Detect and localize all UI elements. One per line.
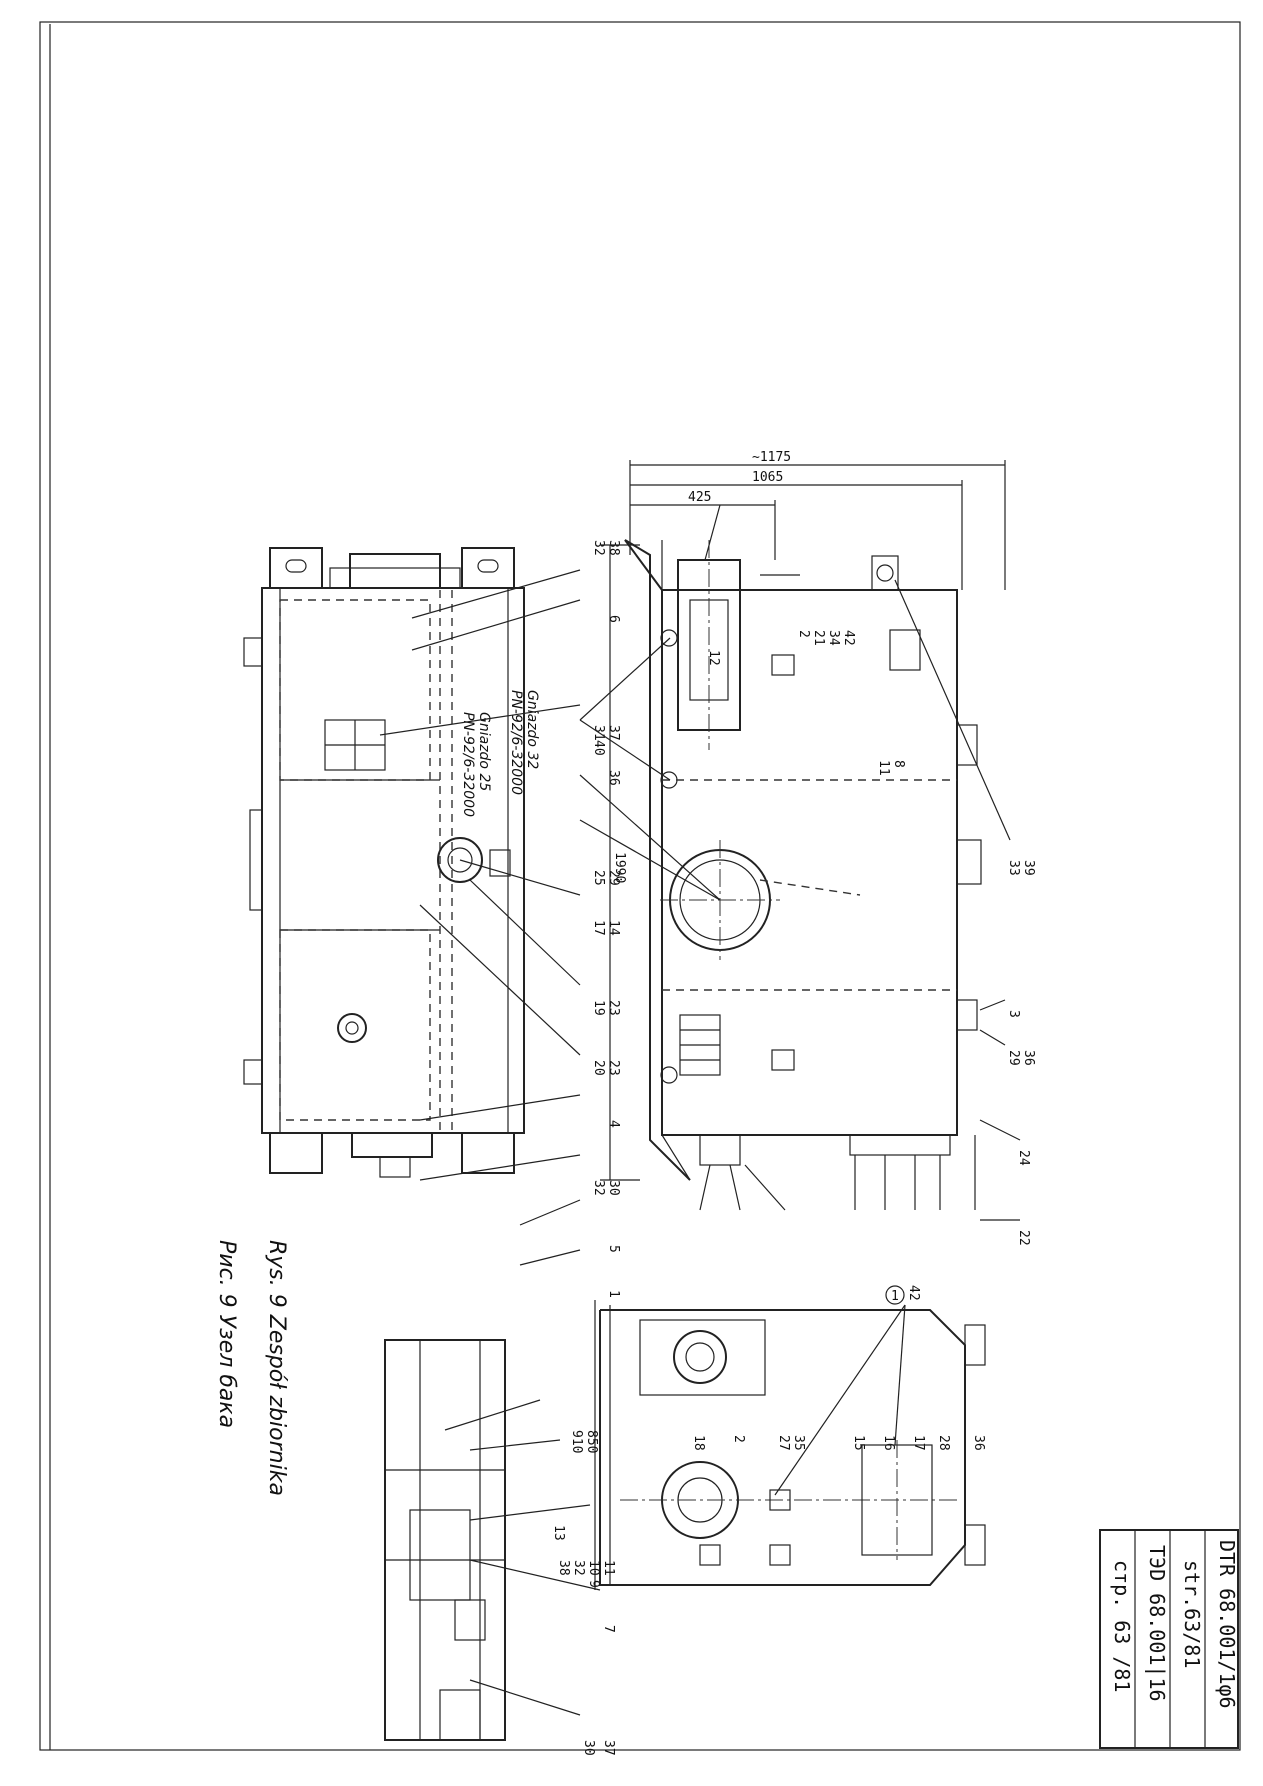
plan-part-label: 17 — [591, 920, 606, 936]
detail-part-label: 37 — [601, 1740, 616, 1756]
plan-part-label: 20 — [591, 1060, 606, 1076]
caption-russian: Рис. 9 Узел бака — [214, 1240, 239, 1428]
detail-part-label: 11 — [601, 1560, 616, 1576]
title-block-doc-number-ru: TЭD 68.001|16 — [1145, 1545, 1169, 1702]
elevation-part-label: 34 — [826, 630, 841, 646]
plan-part-label: 6 — [606, 615, 621, 623]
detail-part-label: 9 — [586, 1580, 601, 1588]
elevation-part-label: 15 — [851, 1435, 866, 1451]
socket-note-1-standard: PN-92/6-32000 — [460, 712, 476, 817]
elevation-part-label: 18 — [691, 1435, 706, 1451]
marker-1: 1 — [891, 1289, 899, 1304]
elevation-part-label: 33 — [1006, 860, 1021, 876]
plan-part-label: 23 — [606, 1060, 621, 1076]
elevation-part-label: 24 — [1016, 1150, 1031, 1166]
detail-part-label: 38 — [556, 1560, 571, 1576]
socket-note-2-standard: PN-92/6-32000 — [508, 690, 524, 795]
dim-overall-length: ~1175 — [752, 450, 791, 465]
detail-part-label: 13 — [551, 1525, 566, 1541]
elevation-part-label: 36 — [971, 1435, 986, 1451]
dim-425: 425 — [688, 490, 711, 505]
detail-part-label: 7 — [601, 1625, 616, 1633]
plan-part-label: 32 — [591, 1180, 606, 1196]
detail-part-label: 10 — [586, 1560, 601, 1576]
dim-910: 910 — [569, 1430, 584, 1453]
plan-part-label: 4 — [606, 1120, 621, 1128]
detail-part-label: 32 — [571, 1560, 586, 1576]
elevation-part-label: 12 — [706, 650, 721, 666]
title-block: DTR 68.001/1φ6 str.63/81 TЭD 68.001|16 с… — [1099, 1529, 1239, 1749]
plan-part-label: 19 — [591, 1000, 606, 1016]
elevation-part-label: 28 — [936, 1435, 951, 1451]
elevation-part-label: 21 — [811, 630, 826, 646]
elevation-part-label: 35 — [791, 1435, 806, 1451]
socket-note-1: Gniazdo 25 — [476, 712, 492, 791]
plan-part-label: 32 — [591, 540, 606, 556]
marker-42: 42 — [906, 1285, 921, 1301]
plan-part-label: 30 — [606, 1180, 621, 1196]
elevation-part-label: 36 — [1021, 1050, 1036, 1066]
end-view: 910 850 1 42 — [569, 1285, 986, 1590]
elevation-part-label: 8 — [891, 760, 906, 768]
plan-part-label: 25 — [591, 870, 606, 886]
elevation-part-label: 27 — [776, 1435, 791, 1451]
elevation-part-label: 11 — [876, 760, 891, 776]
elevation-part-label: 3 — [1006, 1010, 1021, 1018]
plan-view: Gniazdo 25 PN-92/6-32000 Gniazdo 32 PN-9… — [243, 540, 621, 1298]
plan-part-label: 14 — [606, 920, 621, 936]
caption-polish: Rys. 9 Zespół zbiornika — [264, 1240, 289, 1496]
dim-850: 850 — [584, 1430, 599, 1453]
elevation-part-label: 29 — [1006, 1050, 1021, 1066]
circled-marker — [885, 1285, 905, 1305]
elevation-part-label: 16 — [881, 1435, 896, 1451]
elevation-part-label: 22 — [1016, 1230, 1031, 1246]
elevation-part-label: 2 — [731, 1435, 746, 1443]
elevation-part-label: 39 — [1021, 860, 1036, 876]
elevation-part-label: 42 — [841, 630, 856, 646]
title-block-page-ru: стр. 63 /81 — [1110, 1560, 1134, 1692]
plan-part-label: 36 — [606, 770, 621, 786]
elevation-part-label: 17 — [911, 1435, 926, 1451]
detail-part-label: 30 — [581, 1740, 596, 1756]
plan-part-label: 1 — [606, 1290, 621, 1298]
title-block-doc-number: DTR 68.001/1φ6 — [1215, 1540, 1239, 1709]
title-block-page-pl: str.63/81 — [1180, 1560, 1204, 1668]
plan-part-label: 40 — [591, 740, 606, 756]
sheet-border — [39, 21, 1241, 1751]
plan-part-label: 38 — [606, 540, 621, 556]
dim-height: 1990 — [612, 852, 627, 883]
plan-part-label: 23 — [606, 1000, 621, 1016]
socket-note-2: Gniazdo 32 — [524, 690, 540, 769]
elevation-part-label: 2 — [796, 630, 811, 638]
plan-part-label: 5 — [606, 1245, 621, 1253]
dim-length: 1065 — [752, 470, 783, 485]
